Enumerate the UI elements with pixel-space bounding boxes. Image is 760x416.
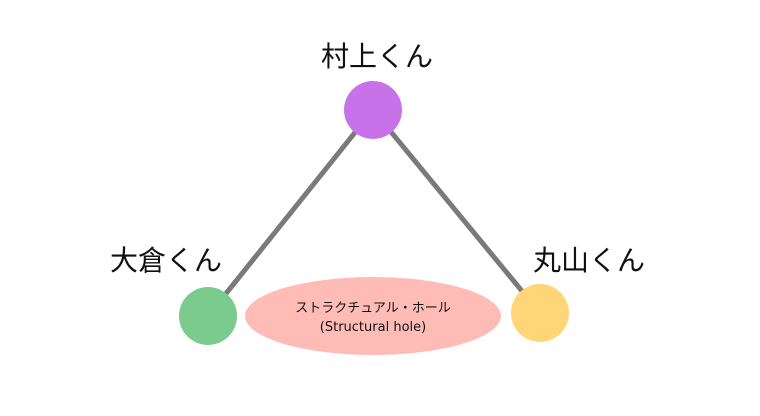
structural-hole-label-en: (Structural hole) [320, 320, 426, 335]
node-label-right: 丸山くん [533, 244, 645, 277]
node-label-top: 村上くん [321, 40, 433, 73]
node-right [511, 284, 569, 342]
structural-hole-label-jp: ストラクチュアル・ホール [295, 301, 451, 316]
node-label-left: 大倉くん [110, 244, 222, 277]
edge-top-right [370, 107, 543, 316]
structural-hole-ellipse [245, 277, 501, 355]
node-left [179, 287, 237, 345]
node-top [344, 81, 402, 139]
edge-top-left [205, 107, 376, 319]
